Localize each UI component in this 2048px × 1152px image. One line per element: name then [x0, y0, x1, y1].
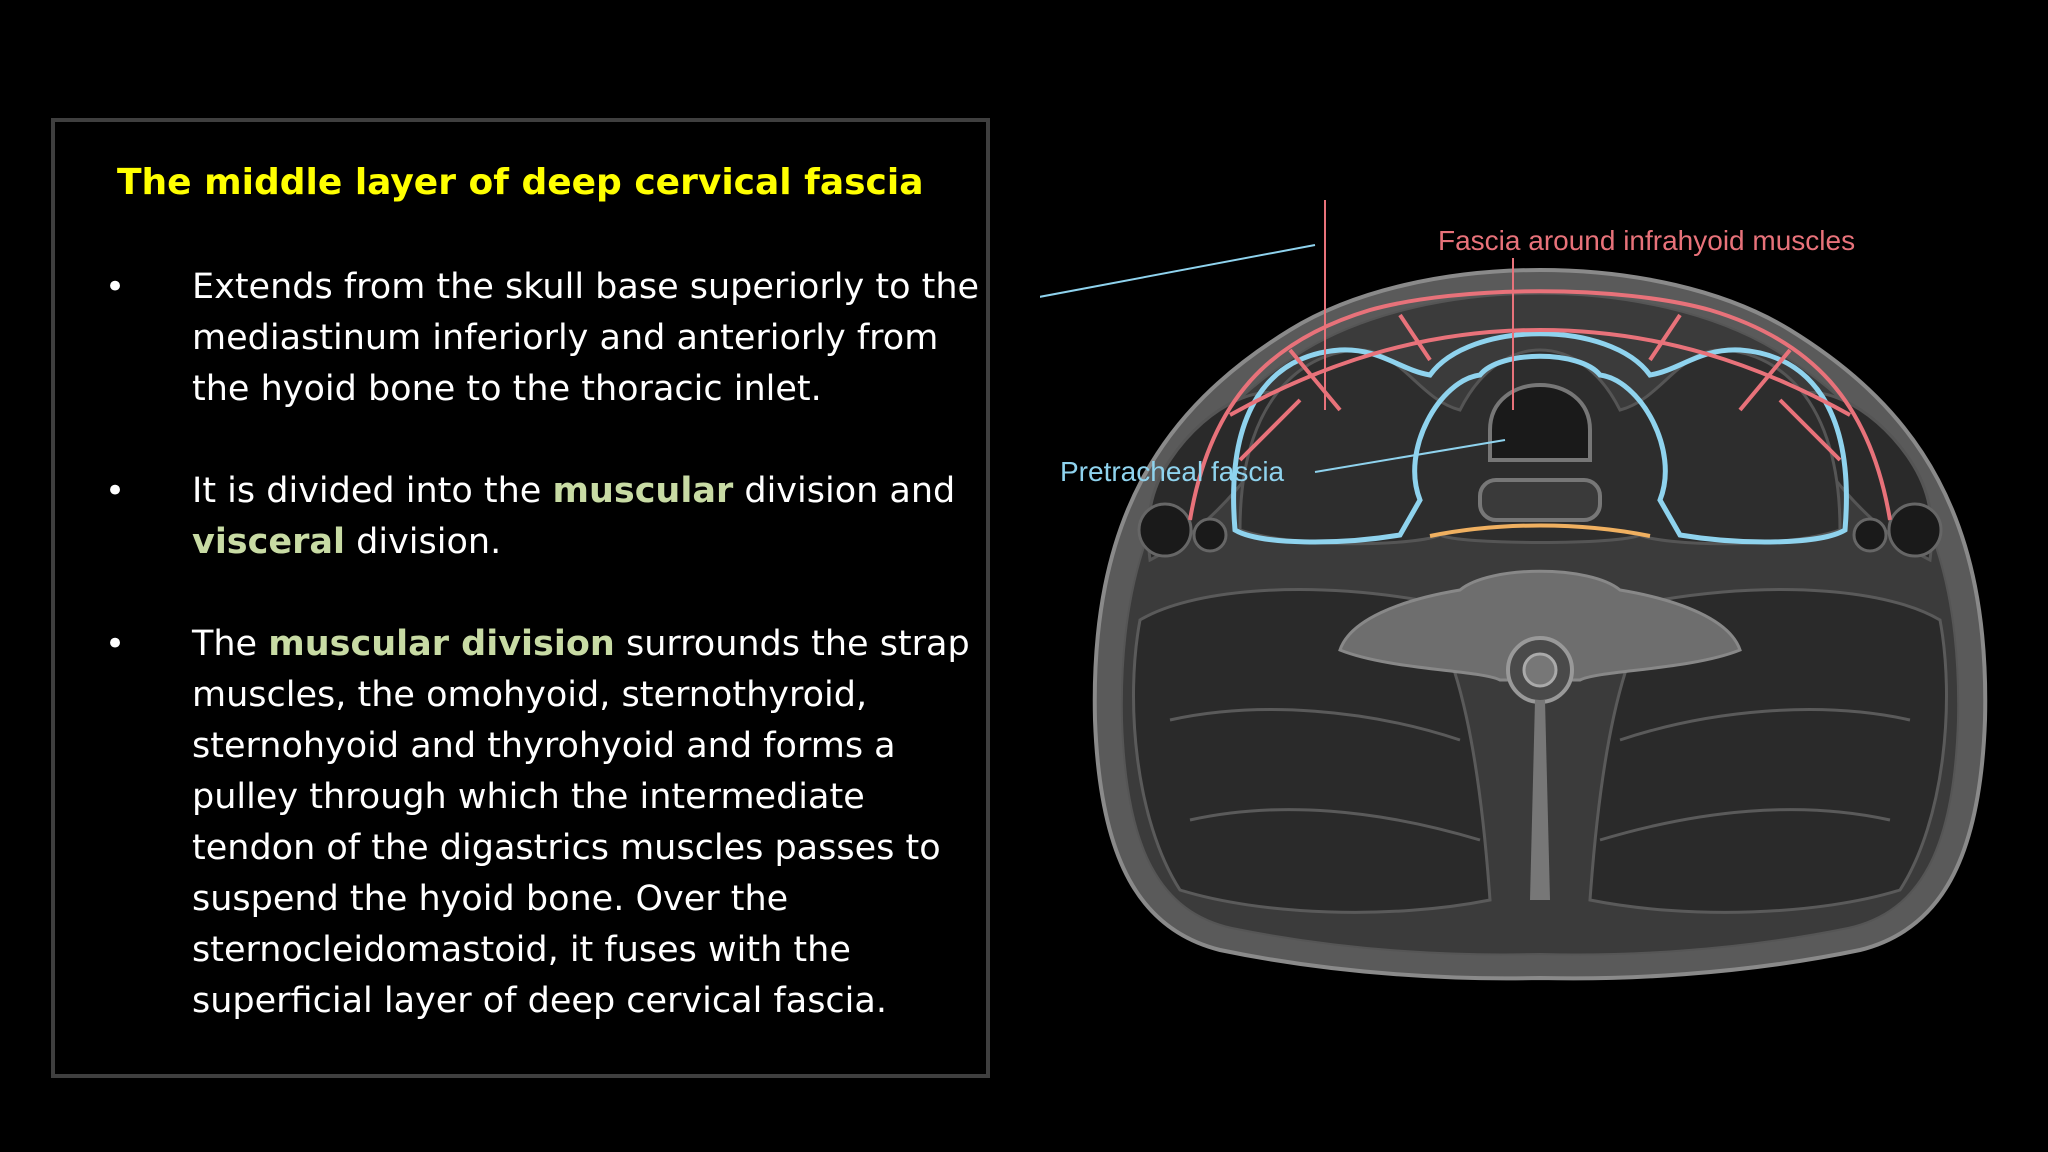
bullet-list: • Extends from the skull base superiorly…	[105, 262, 985, 1078]
pretracheal-fascia-line	[1231, 331, 1849, 545]
bullet-item: • It is divided into the muscular divisi…	[105, 466, 985, 568]
bullet-text: The muscular division surrounds the stra…	[192, 624, 970, 1021]
bullet-text: It is divided into the muscular division…	[192, 471, 956, 562]
highlight-term: visceral	[192, 522, 346, 562]
infrahyoid-fascia-line	[1188, 289, 1892, 521]
bullet-marker: •	[105, 624, 126, 664]
right-posterior-muscles	[1588, 588, 1948, 914]
text-panel: The middle layer of deep cervical fascia…	[51, 118, 990, 1078]
highlight-term: muscular	[552, 471, 734, 511]
airway	[1488, 383, 1592, 462]
neck-cross-section-figure	[1040, 200, 2040, 1000]
left-carotid-artery	[1137, 502, 1193, 558]
bullet-item: • The muscular division surrounds the st…	[105, 619, 985, 1027]
right-carotid-artery	[1887, 502, 1943, 558]
nuchal-ligament	[1530, 700, 1550, 900]
bullet-marker: •	[105, 471, 126, 511]
spinal-cord	[1522, 652, 1558, 688]
slide-heading: The middle layer of deep cervical fascia	[117, 162, 924, 203]
left-muscle-septum	[1169, 708, 1481, 842]
bullet-item: • Extends from the skull base superiorly…	[105, 262, 985, 415]
highlight-term: muscular division	[268, 624, 615, 664]
bullet-marker: •	[105, 267, 126, 307]
bullet-text: Extends from the skull base superiorly t…	[192, 267, 980, 409]
posterior-fascia-line	[1429, 523, 1651, 538]
left-jugular-vein	[1192, 517, 1228, 553]
pretracheal-leader-line	[1040, 244, 1316, 298]
vertebral-body	[1338, 569, 1742, 682]
esophagus	[1478, 478, 1602, 522]
left-posterior-muscles	[1132, 588, 1492, 914]
neck-cross-section-diagram	[1040, 200, 1988, 981]
right-jugular-vein	[1852, 517, 1888, 553]
right-muscle-septum	[1599, 708, 1911, 842]
